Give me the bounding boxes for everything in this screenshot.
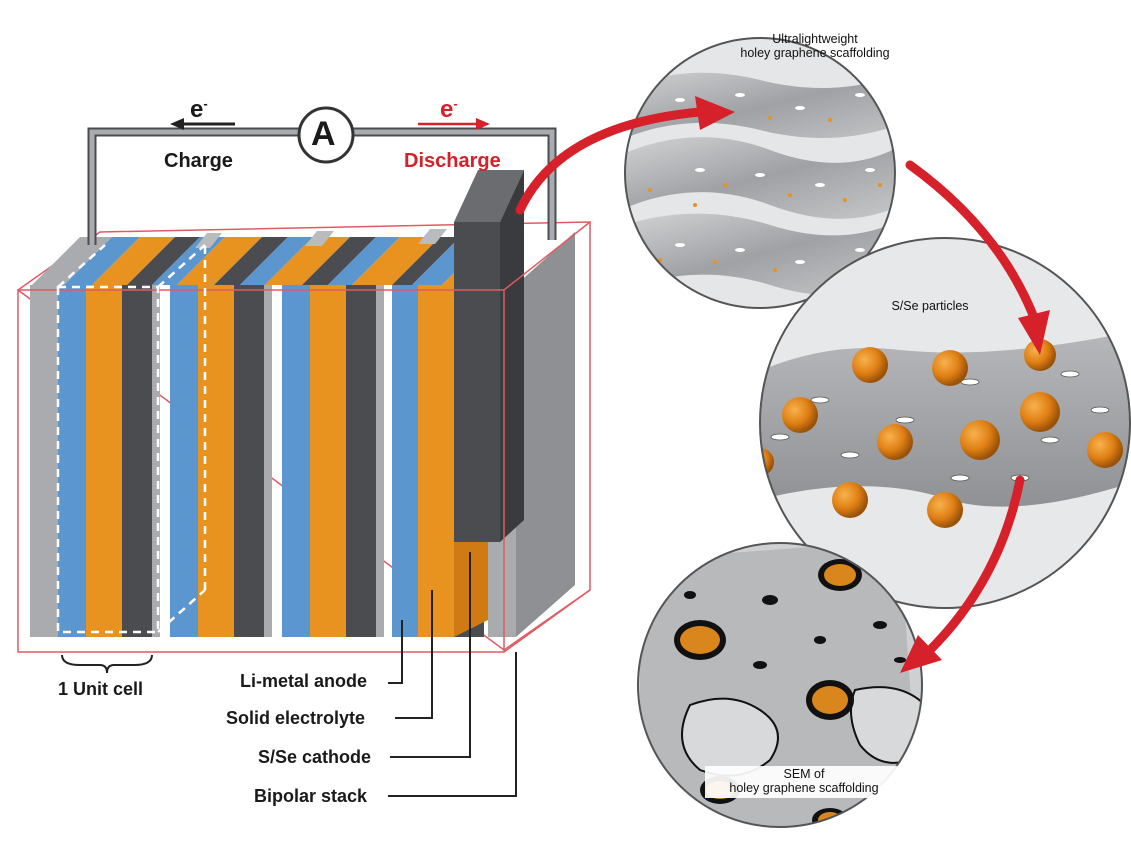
external-circuit [87, 127, 557, 245]
discharge-label: Discharge [404, 150, 501, 172]
sem-caption: SEM of holey graphene scaffolding [705, 766, 903, 798]
top-electrode-strips [32, 237, 520, 285]
unit-cell-label: 1 Unit cell [58, 679, 144, 699]
charge-label: Charge [164, 150, 233, 172]
unit-cell-outline [56, 244, 207, 634]
electron-charge-label: e- [190, 96, 208, 123]
zoom-arrowheads [695, 96, 1050, 673]
current-collector [454, 170, 524, 542]
graphene-caption: Ultralightweight holey graphene scaffold… [740, 32, 890, 60]
zoom-arrows [515, 107, 1040, 655]
unit-cell-brace [61, 654, 153, 674]
charge-arrow [170, 118, 235, 130]
ammeter-icon [297, 106, 355, 164]
electrode-stack [30, 232, 575, 637]
discharge-arrow [418, 118, 490, 130]
battery-outline-front [17, 221, 591, 653]
anode-label: Li-metal anode [240, 671, 368, 691]
particles-caption: S/Se particles [891, 299, 969, 313]
bipolar-stack-label: Bipolar stack [254, 786, 368, 806]
collector-tabs [195, 229, 447, 248]
leader-lines [388, 552, 517, 797]
electron-discharge-label: e- [440, 96, 458, 123]
cathode-label: S/Se cathode [258, 747, 372, 767]
ammeter-label: A [311, 115, 336, 153]
electrolyte-label: Solid electrolyte [226, 708, 366, 728]
